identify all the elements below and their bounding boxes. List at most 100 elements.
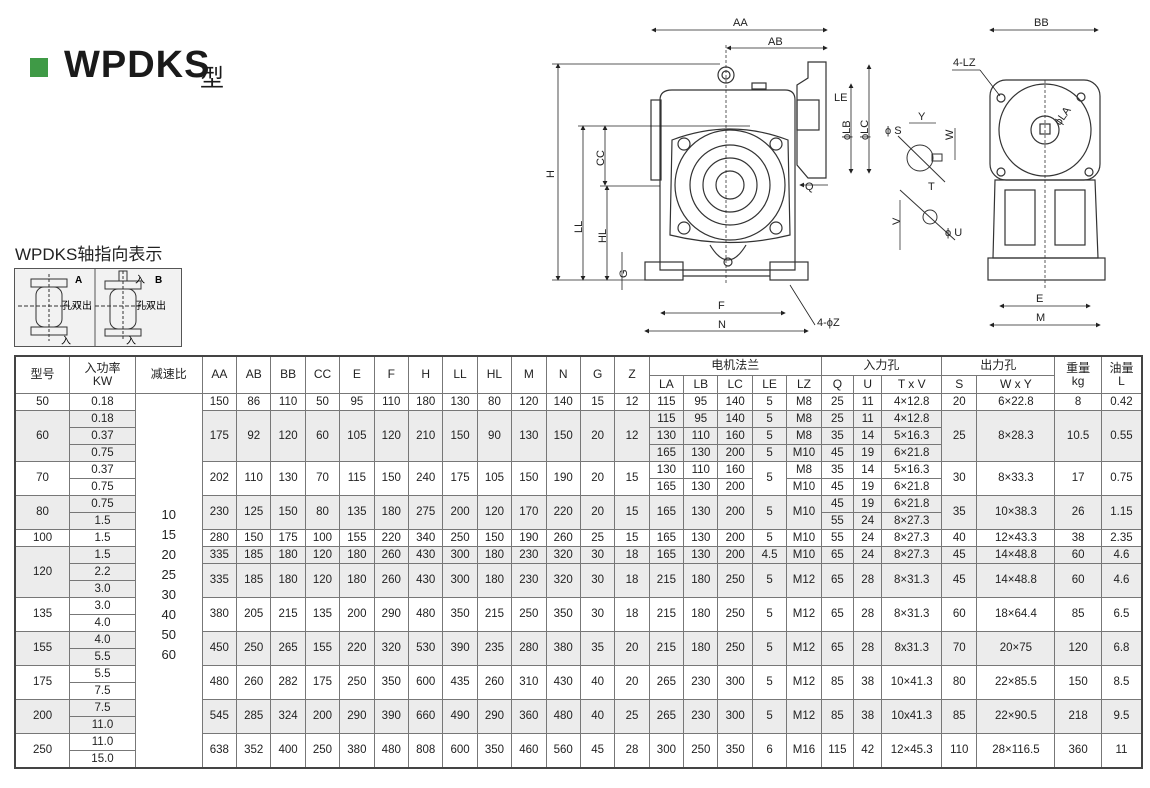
table-cell: 8x31.3 bbox=[881, 630, 943, 666]
table-cell: 190 bbox=[545, 460, 581, 496]
table-cell: 4.6 bbox=[1100, 562, 1143, 598]
table-cell: 175 bbox=[201, 409, 238, 462]
table-cell: 40 bbox=[579, 698, 616, 734]
table-cell: 12 bbox=[614, 409, 650, 462]
table-cell: 7.5 bbox=[69, 681, 136, 700]
table-cell: 808 bbox=[407, 732, 444, 768]
header-n: N bbox=[545, 355, 581, 394]
table-cell: 20 bbox=[579, 494, 616, 530]
ratio-value: 40 bbox=[161, 607, 176, 622]
table-cell: 100 bbox=[14, 528, 71, 547]
table-cell: M10 bbox=[786, 494, 822, 530]
header-u: U bbox=[853, 374, 883, 394]
table-cell: 80 bbox=[304, 494, 341, 530]
header-q: Q bbox=[820, 374, 855, 394]
table-cell: 0.55 bbox=[1100, 409, 1143, 462]
table-cell: 250 bbox=[236, 630, 272, 666]
table-cell: 200 bbox=[339, 596, 375, 632]
table-cell: 38 bbox=[853, 698, 883, 734]
table-cell: 350 bbox=[442, 596, 478, 632]
table-cell: 135 bbox=[14, 596, 71, 632]
table-cell: 430 bbox=[545, 664, 581, 700]
table-cell: 320 bbox=[545, 545, 581, 564]
label-w: W bbox=[944, 129, 956, 140]
table-cell: 0.37 bbox=[69, 460, 136, 479]
table-cell: 130 bbox=[683, 528, 719, 547]
table-cell: 380 bbox=[201, 596, 238, 632]
table-cell: 1.5 bbox=[69, 528, 136, 547]
table-cell: 65 bbox=[820, 545, 855, 564]
table-cell: 38 bbox=[1054, 528, 1102, 547]
label-n: N bbox=[718, 319, 726, 331]
table-cell: 660 bbox=[407, 698, 444, 734]
table-cell: 120 bbox=[1054, 630, 1102, 666]
table-cell: 50 bbox=[304, 392, 341, 411]
table-cell: 300 bbox=[717, 698, 753, 734]
table-cell: 638 bbox=[201, 732, 238, 768]
header-f: F bbox=[373, 355, 409, 394]
table-cell: 1.15 bbox=[1100, 494, 1143, 530]
table-cell: 120 bbox=[14, 545, 71, 598]
table-cell: 85 bbox=[941, 698, 978, 734]
table-cell: 230 bbox=[511, 545, 547, 564]
table-cell: 24 bbox=[853, 545, 883, 564]
front-view-dimensions bbox=[552, 27, 872, 334]
variant-a-label: A bbox=[75, 275, 82, 286]
table-cell: 200 bbox=[304, 698, 341, 734]
table-cell: 430 bbox=[407, 545, 444, 564]
label-f: F bbox=[718, 300, 725, 312]
table-cell: 5 bbox=[751, 392, 788, 411]
table-cell: 280 bbox=[201, 528, 238, 547]
table-cell: 450 bbox=[201, 630, 238, 666]
table-cell: 5.5 bbox=[69, 664, 136, 683]
table-cell: 265 bbox=[648, 664, 685, 700]
table-row: 5.5 bbox=[15, 647, 1142, 666]
table-cell: 24 bbox=[853, 528, 883, 547]
table-cell: 8.5 bbox=[1100, 664, 1143, 700]
ratio-value: 20 bbox=[161, 547, 176, 562]
table-cell: 335 bbox=[201, 545, 238, 564]
table-cell: 130 bbox=[648, 426, 685, 445]
table-cell: 15 bbox=[614, 528, 650, 547]
table-cell: 2.2 bbox=[69, 562, 136, 581]
header-aa: AA bbox=[201, 355, 238, 394]
table-cell: 42 bbox=[853, 732, 883, 768]
table-cell: 240 bbox=[407, 460, 444, 496]
table-cell: 265 bbox=[270, 630, 306, 666]
table-cell: 28 bbox=[614, 732, 650, 768]
header-lc: LC bbox=[717, 374, 753, 394]
label-lz: 4-LZ bbox=[953, 57, 976, 69]
table-cell: 60 bbox=[941, 596, 978, 632]
table-cell: 150 bbox=[270, 494, 306, 530]
table-cell: 150 bbox=[476, 528, 513, 547]
table-cell: 150 bbox=[1054, 664, 1102, 700]
table-cell: 30 bbox=[579, 545, 616, 564]
table-cell: 202 bbox=[201, 460, 238, 496]
table-cell: 5 bbox=[751, 698, 788, 734]
table-cell: 0.42 bbox=[1100, 392, 1143, 411]
table-cell: M16 bbox=[786, 732, 822, 768]
label-cc: CC bbox=[595, 150, 607, 166]
table-cell: 4.0 bbox=[69, 630, 136, 649]
table-cell: 125 bbox=[236, 494, 272, 530]
table-cell: 120 bbox=[304, 545, 341, 564]
table-cell: 8×27.3 bbox=[881, 511, 943, 530]
table-cell: 0.75 bbox=[69, 494, 136, 513]
table-cell: 350 bbox=[717, 732, 753, 768]
table-cell: 175 bbox=[14, 664, 71, 700]
table-cell: 350 bbox=[476, 732, 513, 768]
table-cell: 205 bbox=[236, 596, 272, 632]
table-cell: 220 bbox=[545, 494, 581, 530]
table-cell: 1.5 bbox=[69, 511, 136, 530]
table-cell: 5 bbox=[751, 562, 788, 598]
table-cell: 20 bbox=[614, 630, 650, 666]
table-cell: 28×116.5 bbox=[976, 732, 1056, 768]
table-cell: 220 bbox=[339, 630, 375, 666]
table-cell: 22×90.5 bbox=[976, 698, 1056, 734]
table-cell: 1.5 bbox=[69, 545, 136, 564]
